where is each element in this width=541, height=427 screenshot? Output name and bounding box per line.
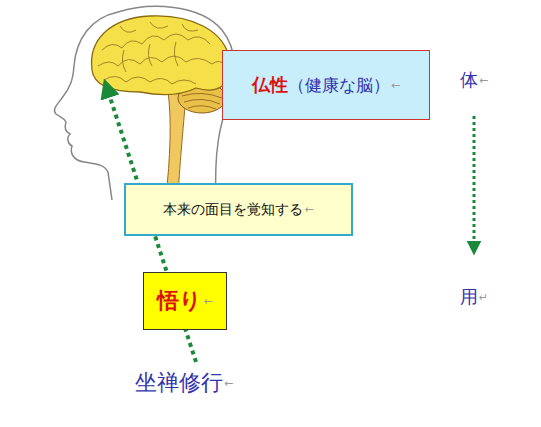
label-holder: 体← (460, 68, 488, 92)
format-mark: ← (203, 295, 212, 308)
function-label: 用 (460, 285, 478, 309)
realization-box: 本来の面目を覚知する← (124, 183, 353, 236)
essence-label: 体 (460, 68, 478, 92)
cerebrum (92, 16, 231, 95)
essence-function-arrow (473, 116, 476, 248)
node-text: （健康な脳） (288, 74, 390, 97)
node-text: 仏性 (252, 73, 288, 97)
brain-gyri (98, 22, 226, 84)
format-mark: ↵ (479, 291, 488, 304)
format-mark: ← (479, 74, 488, 87)
label-holder: 坐禅修行← (135, 368, 233, 398)
label-holder: 用↵ (460, 285, 488, 309)
node-text: 本来の面目を覚知する (163, 201, 303, 219)
buddha-nature-box: 仏性（健康な脳）← (222, 50, 430, 120)
format-mark: ← (224, 377, 233, 390)
node-text: 悟り (157, 286, 202, 316)
satori-box: 悟り← (143, 272, 227, 330)
practice-label: 坐禅修行 (135, 368, 223, 398)
format-mark: ← (391, 79, 400, 92)
format-mark: ← (304, 203, 313, 216)
